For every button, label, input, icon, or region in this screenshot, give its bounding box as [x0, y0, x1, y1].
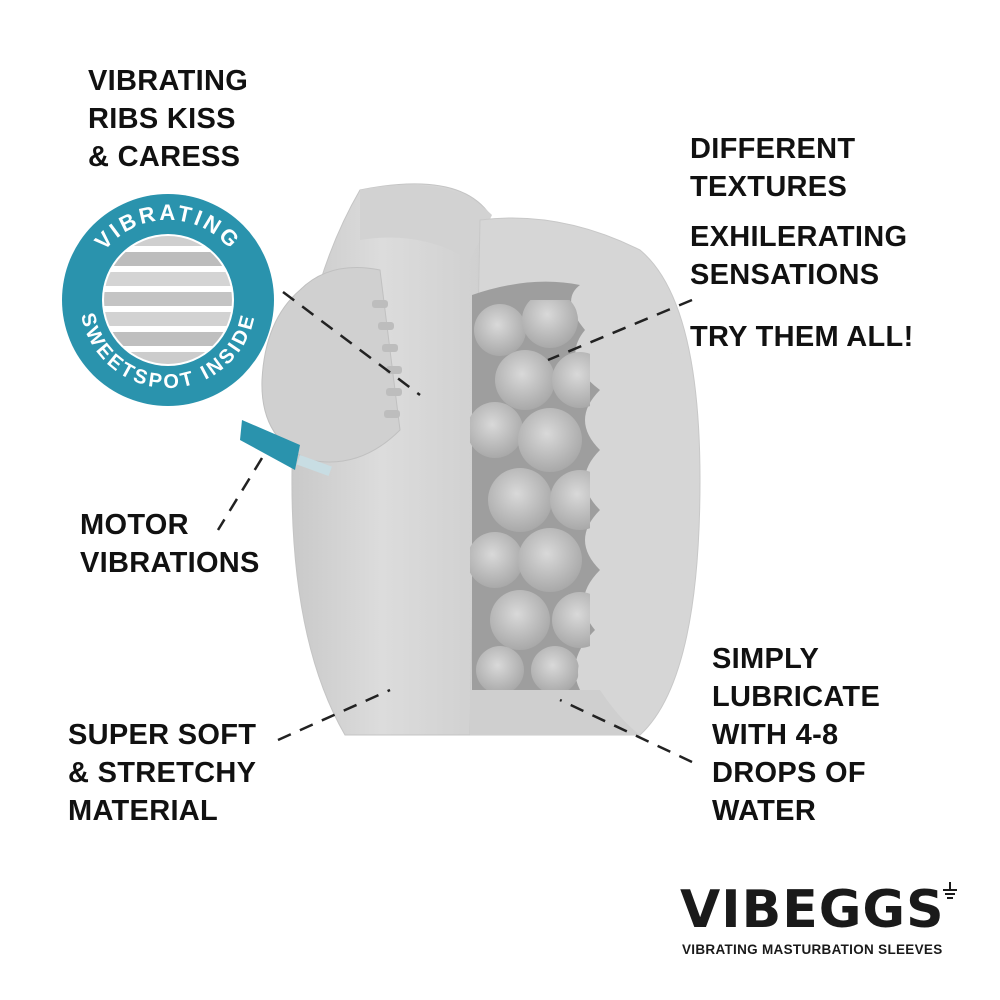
brand-logo: VIBEGGS VIBRATING MASTURBATION SLEEVES [680, 880, 970, 960]
scalloped-edge [576, 271, 688, 706]
ribs-label: VIBRATING RIBS KISS & CARESS [88, 65, 249, 173]
brand-tagline: VIBRATING MASTURBATION SLEEVES [682, 942, 943, 957]
brand-wordmark: VIBEGGS [680, 880, 945, 940]
sleeve-hood [360, 184, 492, 260]
motor-label: MOTOR VIBRATIONS [80, 509, 260, 579]
textures-label: DIFFERENT TEXTURES [690, 133, 856, 203]
texture-bumps [470, 300, 590, 694]
sensations-label: EXHILERATING SENSATIONS [690, 221, 908, 291]
material-label: SUPER SOFT & STRETCHY MATERIAL [68, 719, 257, 827]
try-them-label: TRY THEM ALL! [690, 321, 914, 353]
bottom-rim [470, 690, 640, 735]
motor [240, 420, 332, 477]
lubricate-label: SIMPLY LUBRICATE WITH 4-8 DROPS OF WATER [712, 643, 881, 827]
sweetspot-badge: VIBRATING SWEETSPOT INSIDE [62, 194, 274, 406]
leader-lines [216, 291, 693, 764]
brand-mark-icon [943, 882, 957, 899]
